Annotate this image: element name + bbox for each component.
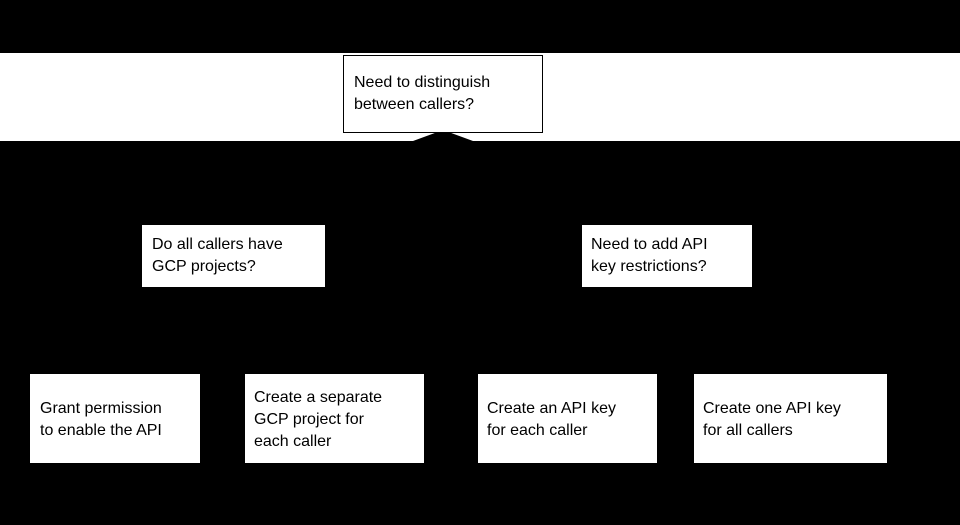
root-connector-chevron-icon — [413, 130, 473, 141]
node-grant-permission-to-enable-the-api[interactable]: Grant permission to enable the API — [30, 374, 200, 463]
node-need-to-add-api-key-restrictions[interactable]: Need to add API key restrictions? — [582, 225, 752, 287]
node-need-to-distinguish-between-callers[interactable]: Need to distinguish between callers? — [343, 55, 543, 133]
node-create-a-separate-gcp-project-for-each-caller[interactable]: Create a separate GCP project for each c… — [245, 374, 424, 463]
node-create-one-api-key-for-all-callers[interactable]: Create one API key for all callers — [694, 374, 887, 463]
node-create-an-api-key-for-each-caller[interactable]: Create an API key for each caller — [478, 374, 657, 463]
node-do-all-callers-have-gcp-projects[interactable]: Do all callers have GCP projects? — [142, 225, 325, 287]
